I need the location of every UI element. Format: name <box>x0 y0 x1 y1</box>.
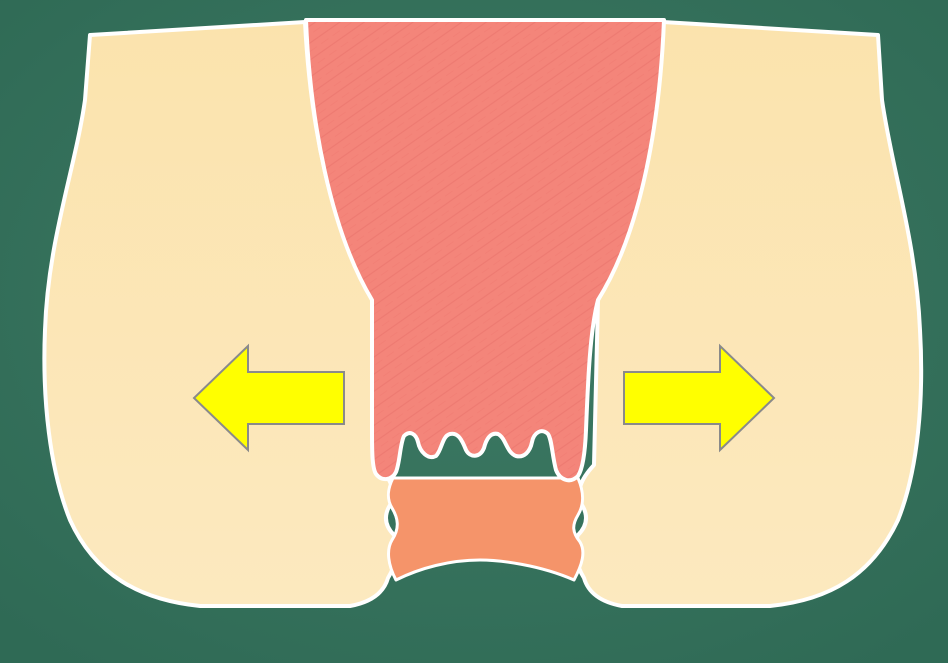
diagram-canvas <box>0 0 948 663</box>
anatomy-diagram <box>0 0 948 663</box>
